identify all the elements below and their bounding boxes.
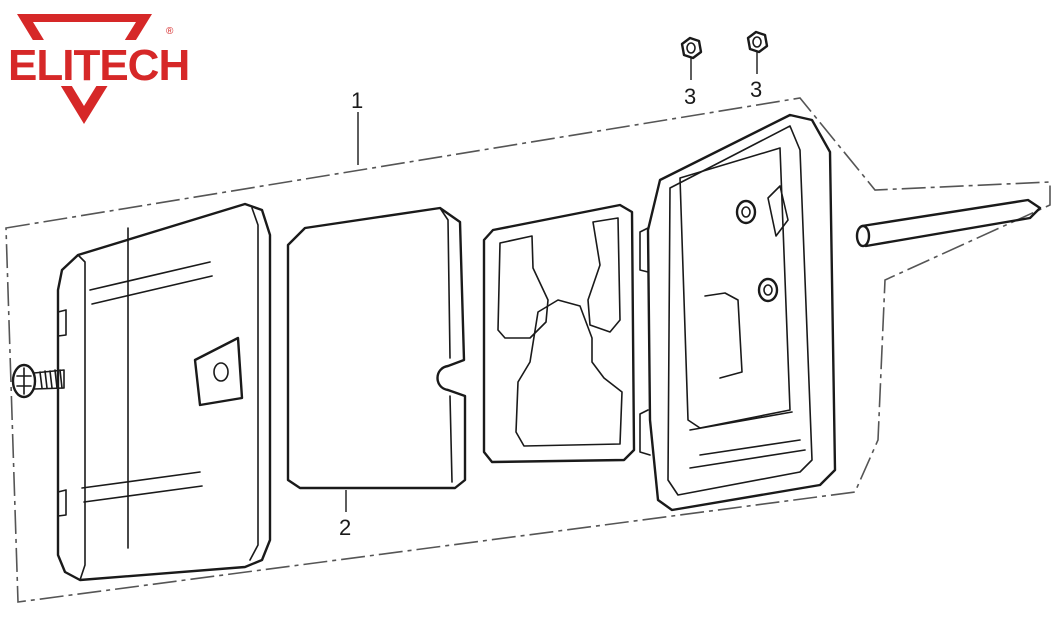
case-inner-back bbox=[679, 147, 791, 429]
filter-element bbox=[286, 206, 467, 490]
callout-label-3b: 3 bbox=[750, 77, 762, 102]
nut-part-left bbox=[680, 36, 703, 60]
cover-mount-hole bbox=[213, 362, 229, 382]
case-channel bbox=[704, 292, 743, 379]
nut-bore bbox=[752, 36, 762, 48]
case-outer bbox=[646, 113, 837, 512]
logo-text-backing bbox=[6, 40, 166, 86]
assembly-dashed-outline bbox=[5, 97, 1051, 603]
logo-chevron bbox=[17, 14, 152, 124]
gasket-cutout-left bbox=[497, 235, 549, 339]
nut-hex bbox=[680, 36, 703, 60]
cover-mount-boss bbox=[193, 336, 244, 407]
cover-rib-upper bbox=[89, 261, 213, 305]
gasket-cutout-center bbox=[515, 299, 623, 447]
breather-tube bbox=[855, 198, 1042, 248]
screw-thread bbox=[39, 369, 63, 389]
elitech-logo: ELITECH ® bbox=[6, 14, 190, 124]
case-inner-floor bbox=[689, 411, 806, 469]
callout-label-1: 1 bbox=[351, 88, 363, 113]
cover-outer bbox=[56, 202, 272, 582]
screw-head-slot bbox=[16, 367, 32, 395]
gasket bbox=[482, 203, 636, 464]
nut-part-right bbox=[746, 30, 769, 54]
case-stud-hole-upper bbox=[735, 199, 757, 225]
screw-shank bbox=[33, 369, 65, 390]
screw-part bbox=[11, 363, 65, 399]
case-inner-wall bbox=[667, 125, 813, 496]
filter-front-face bbox=[439, 207, 453, 483]
cover-side-edge bbox=[77, 254, 86, 581]
case-stud-hole-lower bbox=[757, 277, 779, 303]
nut-hex bbox=[746, 30, 769, 54]
tube-body bbox=[860, 198, 1042, 248]
logo-wordmark: ELITECH bbox=[8, 41, 189, 90]
nut-bore bbox=[686, 42, 696, 54]
cover-rib-lower bbox=[81, 471, 203, 503]
filter-outer bbox=[286, 206, 467, 490]
case-side-tabs bbox=[639, 227, 651, 456]
cover-clip-tabs bbox=[57, 309, 67, 517]
air-cleaner-cover bbox=[56, 202, 272, 582]
gasket-outer bbox=[482, 203, 636, 464]
callout-label-2: 2 bbox=[339, 515, 351, 540]
case-breather-boss bbox=[767, 185, 789, 237]
screw-head bbox=[11, 363, 37, 399]
cover-inner-rim bbox=[249, 207, 259, 561]
air-cleaner-case bbox=[639, 113, 837, 512]
tube-end bbox=[855, 224, 871, 248]
case-stud-hole-upper-inner bbox=[741, 206, 751, 218]
callout-label-3a: 3 bbox=[684, 84, 696, 109]
case-stud-hole-lower-inner bbox=[763, 284, 773, 296]
logo-registered-mark: ® bbox=[166, 26, 174, 37]
gasket-cutout-right bbox=[587, 217, 621, 333]
